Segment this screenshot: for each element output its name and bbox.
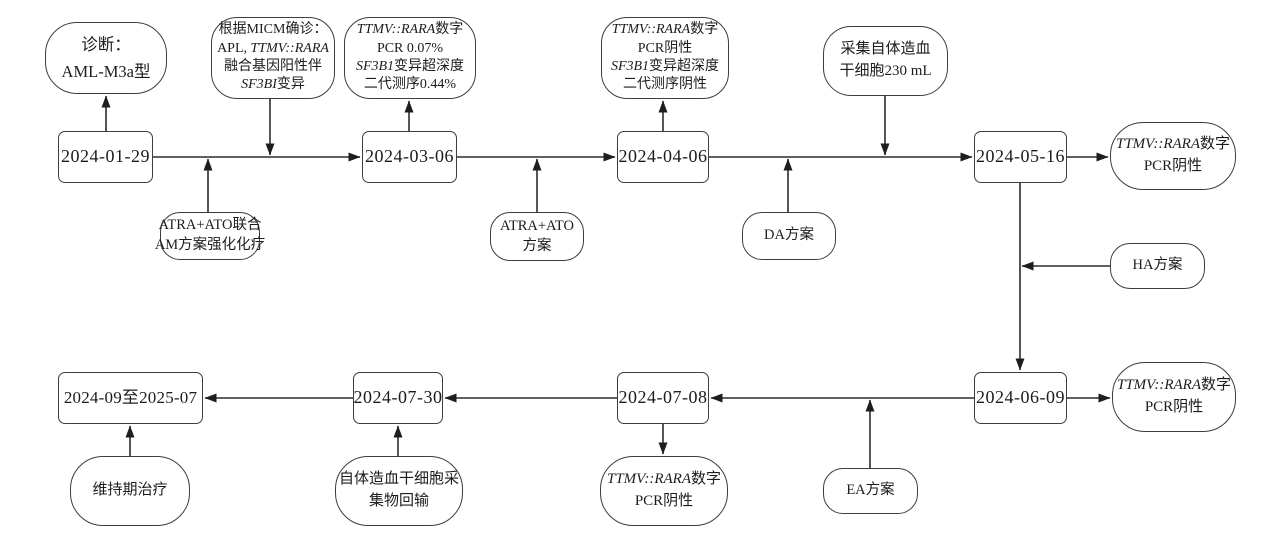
gene-sf3b1: SF3B1 — [610, 59, 650, 74]
annotation-pcr-negative-3: TTMV::RARA数字 PCR阴性 — [600, 456, 728, 526]
diagnosis-line1: 诊断： — [81, 34, 131, 54]
stemcollect-line2: 干细胞230 mL — [839, 63, 932, 79]
gene-ttmv-rara: TTMV::RARA — [250, 40, 329, 56]
date-node-2024-07-30: 2024-07-30 — [353, 372, 443, 424]
micm-line1: 根据MICM确诊： — [218, 22, 328, 38]
gene-sf3b1: SF3BI — [241, 77, 277, 93]
annotation-pcr-negative-1: TTMV::RARA数字 PCR阴性 — [1110, 122, 1236, 190]
pcr007-line2: PCR 0.07% — [376, 40, 444, 56]
gene-sf3b1: SF3B1 — [355, 59, 395, 74]
date-node-2024-09-to-2025-07: 2024-09至2025-07 — [58, 372, 203, 424]
pcr007-line4: 二代测序0.44% — [363, 77, 457, 93]
gene-ttmv-rara: TTMV::RARA — [356, 22, 436, 38]
annotation-ha-regimen: HA方案 — [1110, 243, 1205, 289]
gene-ttmv-rara: TTMV::RARA — [1115, 136, 1200, 153]
date-node-2024-07-08: 2024-07-08 — [617, 372, 709, 424]
pcrnegdeep-line4: 二代测序阴性 — [623, 77, 707, 93]
stemcollect-line1: 采集自体造血 — [840, 41, 931, 58]
gene-ttmv-rara: TTMV::RARA — [606, 471, 691, 488]
date-node-2024-01-29: 2024-01-29 — [58, 131, 153, 183]
micm-line2: APL, TTMV::RARA — [217, 40, 329, 56]
gene-ttmv-rara: TTMV::RARA — [1116, 377, 1201, 394]
date-node-2024-03-06: 2024-03-06 — [362, 131, 457, 183]
micm-line3: 融合基因阳性伴 — [224, 59, 322, 74]
annotation-micm-confirmation: 根据MICM确诊： APL, TTMV::RARA 融合基因阳性伴 SF3BI变… — [211, 17, 335, 99]
annotation-pcr-negative-deep-seq: TTMV::RARA数字 PCR阴性 SF3B1变异超深度 二代测序阴性 — [601, 17, 729, 99]
annotation-ea-regimen: EA方案 — [823, 468, 918, 514]
annotation-maintenance-therapy: 维持期治疗 — [70, 456, 190, 526]
pcr007-line1: TTMV::RARA数字 — [356, 22, 464, 38]
pcr007-line3: SF3B1变异超深度 — [355, 59, 465, 74]
pcrnegdeep-line3: SF3B1变异超深度 — [610, 59, 720, 74]
pcrnegdeep-line1: TTMV::RARA数字 — [611, 22, 719, 38]
annotation-atra-ato-regimen: ATRA+ATO 方案 — [490, 212, 584, 261]
annotation-da-regimen: DA方案 — [742, 212, 836, 260]
annotation-pcr-0.07: TTMV::RARA数字 PCR 0.07% SF3B1变异超深度 二代测序0.… — [344, 17, 476, 99]
micm-line4: SF3BI变异 — [241, 77, 305, 93]
date-node-2024-04-06: 2024-04-06 — [617, 131, 709, 183]
annotation-stem-cell-collection: 采集自体造血 干细胞230 mL — [823, 26, 948, 96]
annotation-diagnosis: 诊断： AML-M3a型 — [45, 22, 167, 94]
pcrnegdeep-line2: PCR阴性 — [637, 40, 693, 56]
annotation-stem-cell-reinfusion: 自体造血干细胞采 集物回输 — [335, 456, 463, 526]
gene-ttmv-rara: TTMV::RARA — [611, 22, 691, 38]
annotation-atra-ato-am-therapy: ATRA+ATO联合 AM方案强化化疗 — [155, 212, 265, 260]
diagnosis-line2: AML-M3a型 — [61, 62, 151, 81]
date-node-2024-06-09: 2024-06-09 — [974, 372, 1067, 424]
annotation-pcr-negative-2: TTMV::RARA数字 PCR阴性 — [1112, 362, 1236, 432]
date-node-2024-05-16: 2024-05-16 — [974, 131, 1067, 183]
